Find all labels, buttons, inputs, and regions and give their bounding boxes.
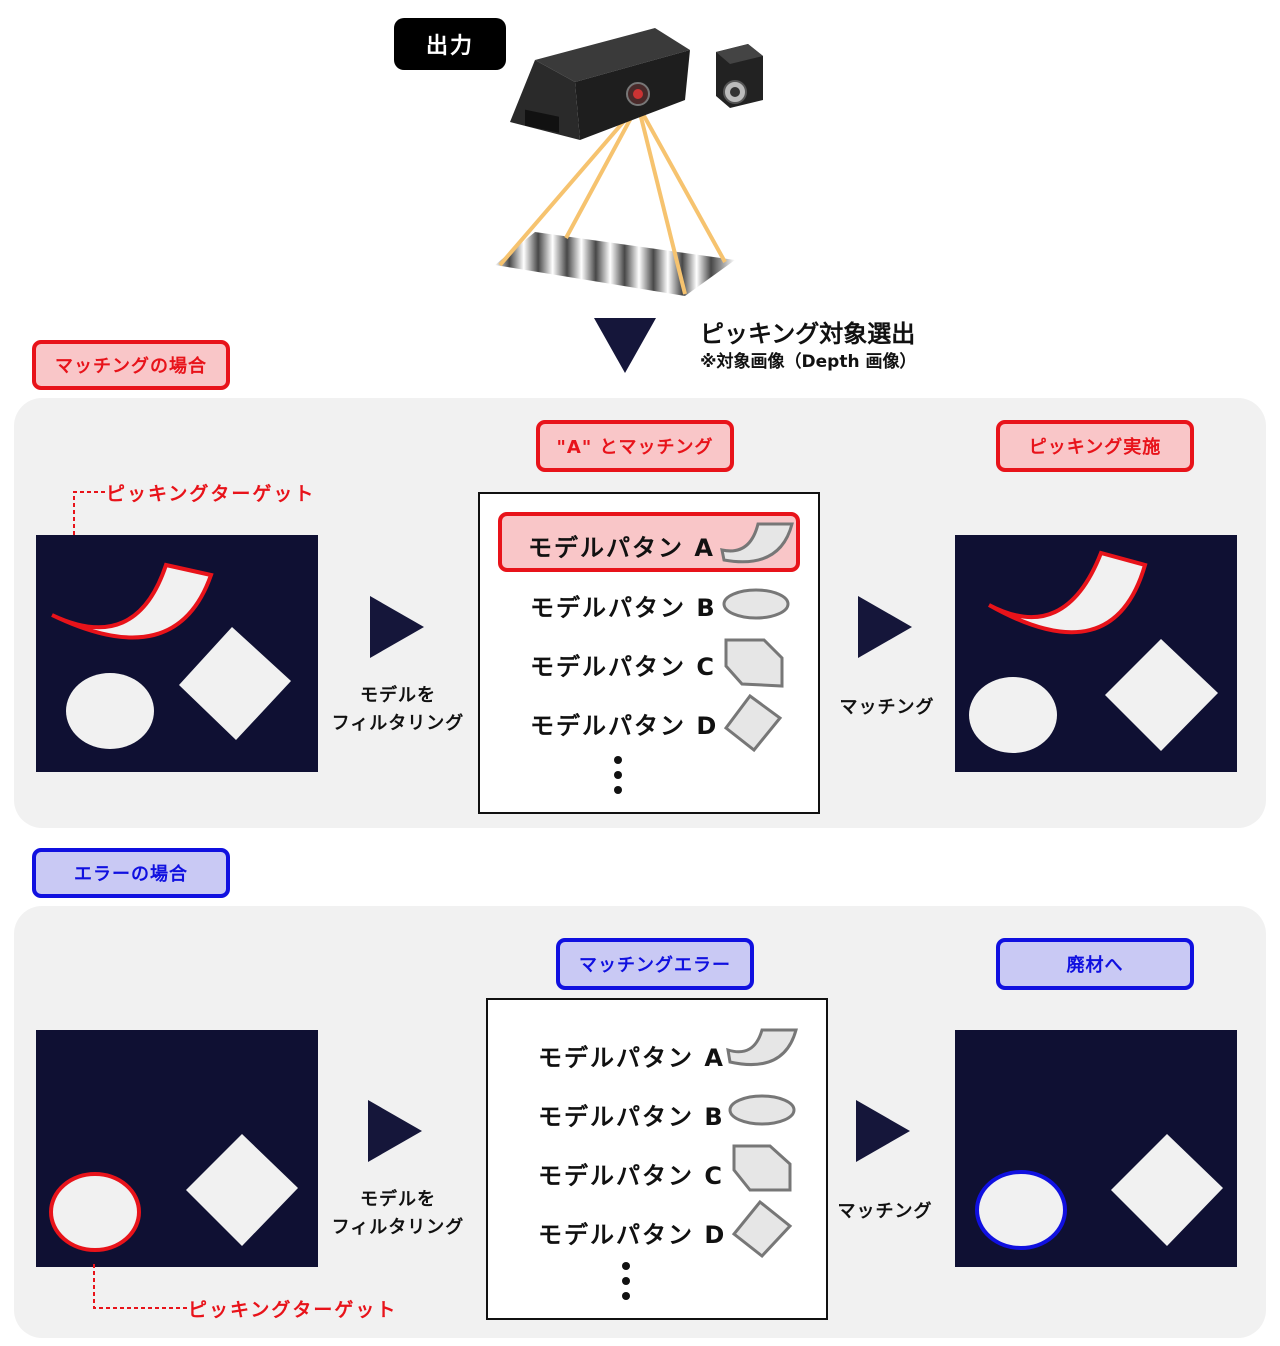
right-arrow-icon [370,596,424,658]
model-pentagon-icon [724,638,784,688]
diamond-shape [1111,1134,1223,1246]
model-pattern-b: モデルパタン B [538,1103,725,1131]
projector-illustration [495,28,763,296]
right-arrow-icon [858,596,912,658]
more-dots-icon [614,756,622,794]
model-pattern-b: モデルパタン B [530,594,717,622]
diamond-shape [1105,639,1218,751]
camera-icon [716,44,763,108]
tag-match-case: マッチングの場合 [32,340,230,390]
step-filter-label: モデルを フィルタリング [331,685,465,734]
tag-match-a: "A" とマッチング [536,420,734,472]
model-shape-icons [622,1028,798,1300]
model-pattern-c: モデルパタン C [538,1162,724,1190]
right-arrow-icon [856,1100,910,1162]
input-depth-image-error [36,1030,318,1267]
step-filter-label-error: モデルを フィルタリング [331,1189,465,1238]
ellipse-shape [969,677,1057,753]
tag-picking-done: ピッキング実施 [996,420,1194,472]
model-list-panel: モデルパタン A モデルパタン B モデルパタン C モデルパタン D [478,492,820,814]
model-pattern-a: モデルパタン A [538,1044,725,1072]
subheading-target-image: ※対象画像（Depth 画像） [700,352,917,372]
tag-error-case: エラーの場合 [32,848,230,898]
ellipse-unmatched-shape [975,1170,1067,1250]
diamond-shape [186,1134,298,1246]
model-diamond-icon [723,693,783,753]
model-pentagon-icon [732,1144,792,1192]
step-match-label: マッチング [839,697,935,718]
result-depth-image-error [955,1030,1237,1267]
arc-picked-shape [988,550,1148,635]
model-arc-icon [720,522,794,564]
diamond-shape [179,627,291,740]
stripe-pattern [495,232,735,296]
arc-target-shape [51,562,214,640]
model-list-panel-error: モデルパタン A モデルパタン B モデルパタン C モデルパタン D [486,998,828,1320]
input-depth-image [36,535,318,772]
model-shape-icons [614,522,794,794]
heading-picking-selection: ピッキング対象選出 [700,320,916,348]
step-match-label-error: マッチング [837,1201,933,1222]
output-label: 出力 [394,18,506,70]
callout-picking-target: ピッキングターゲット [106,483,316,505]
ellipse-shape [66,673,154,749]
model-pattern-d: モデルパタン D [530,712,719,740]
result-depth-image [955,535,1237,772]
projection-beams [498,103,727,295]
model-diamond-icon [731,1199,793,1259]
model-ellipse-icon [722,588,790,620]
model-pattern-c: モデルパタン C [530,653,716,681]
callout-picking-target-error: ピッキングターゲット [188,1299,398,1321]
model-pattern-d: モデルパタン D [538,1221,727,1249]
callout-line [93,1264,188,1309]
tag-matching-error: マッチングエラー [556,938,754,990]
right-arrow-icon [368,1100,422,1162]
more-dots-icon [622,1262,630,1300]
model-ellipse-icon [728,1094,796,1126]
model-pattern-a: モデルパタン A [528,534,715,562]
tag-to-scrap: 廃材へ [996,938,1194,990]
projector-icon [510,28,690,140]
ellipse-target-shape [49,1172,141,1252]
model-arc-icon [726,1028,798,1067]
down-arrow-icon [594,318,656,373]
